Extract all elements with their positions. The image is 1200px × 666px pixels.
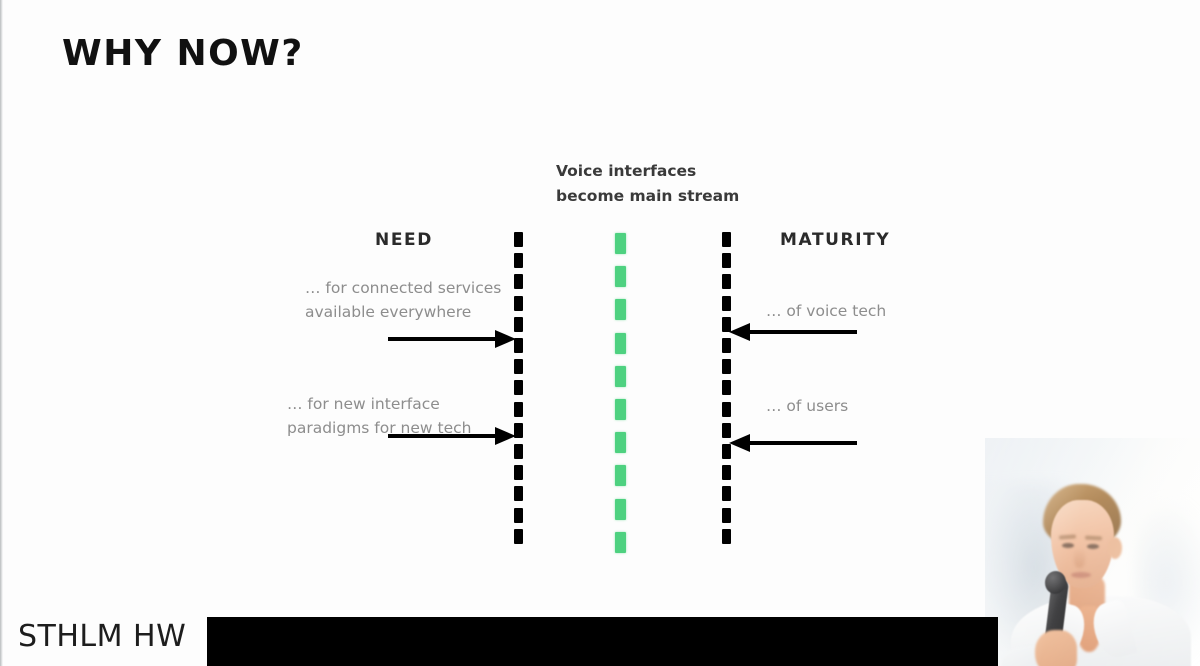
arrow-need-connected-services [388,330,516,348]
divider-dash [615,531,626,553]
arrow-shaft [388,337,496,341]
divider-dash [722,274,731,290]
divider-dash [615,233,626,254]
divider-dash [722,316,731,332]
caption-maturity-users: … of users [766,397,849,415]
divider-dash [514,444,523,459]
arrow-shaft [749,441,857,445]
arrow-need-new-interface [388,427,516,445]
arrow-maturity-users [729,434,857,452]
divider-dash [514,528,523,544]
center-heading: Voice interfaces become main stream [556,162,740,206]
divider-dash [615,365,626,387]
divider-dash [514,316,523,332]
divider-dash [722,528,731,544]
dashed-divider-center-green [615,232,626,553]
speaker-eyebrow-right [1084,535,1103,541]
divider-dash [514,232,523,247]
divider-dash [722,295,731,311]
caption-maturity-voice-tech: … of voice tech [766,302,887,320]
slide-left-edge [0,0,3,666]
divider-dash [722,465,731,481]
divider-dash [615,432,626,454]
arrow-head-icon [729,323,750,341]
arrow-maturity-voice-tech [729,323,857,341]
column-label-need: NEED [375,230,433,250]
speaker-mouth [1071,572,1091,578]
divider-dash [514,380,523,396]
divider-dash [615,498,626,520]
divider-dash [722,232,731,247]
divider-dash [722,253,731,269]
speaker-overlay-black-corner [985,617,998,666]
caption-need-connected-services: … for connected services available every… [305,279,502,322]
divider-dash [722,401,731,417]
divider-dash [722,380,731,396]
divider-dash [514,507,523,523]
divider-dash [615,399,626,420]
speaker-video-overlay[interactable] [985,438,1200,666]
divider-dash [722,444,731,459]
divider-dash [722,422,731,438]
speaker-eye-right [1087,544,1099,549]
divider-dash [615,299,626,321]
speaker-nose [1074,548,1085,568]
divider-dash [514,295,523,311]
caption-need-new-interface: … for new interface paradigms for new te… [287,395,472,438]
divider-dash [615,266,626,288]
column-label-maturity: MATURITY [780,230,891,250]
arrow-head-icon [495,427,516,445]
divider-dash [615,332,626,354]
divider-dash [722,359,731,375]
divider-dash [722,507,731,523]
divider-dash [514,465,523,481]
arrow-shaft [388,434,496,438]
arrow-head-icon [729,434,750,452]
divider-dash [514,359,523,375]
footer-logo: STHLM HW [18,619,187,654]
arrow-head-icon [495,330,516,348]
divider-dash [514,253,523,269]
divider-dash [514,486,523,502]
speaker-ear [1108,537,1122,559]
divider-dash [514,274,523,290]
divider-dash [514,401,523,417]
arrow-shaft [749,330,857,334]
dashed-divider-right [722,232,731,544]
divider-dash [722,338,731,353]
divider-dash [514,422,523,438]
page-title: WHY NOW? [62,33,304,74]
dashed-divider-left [514,232,523,544]
divider-dash [722,486,731,502]
divider-dash [514,338,523,353]
speaker-eye-left [1062,543,1074,548]
speaker-hand [1035,630,1077,666]
divider-dash [615,465,626,487]
